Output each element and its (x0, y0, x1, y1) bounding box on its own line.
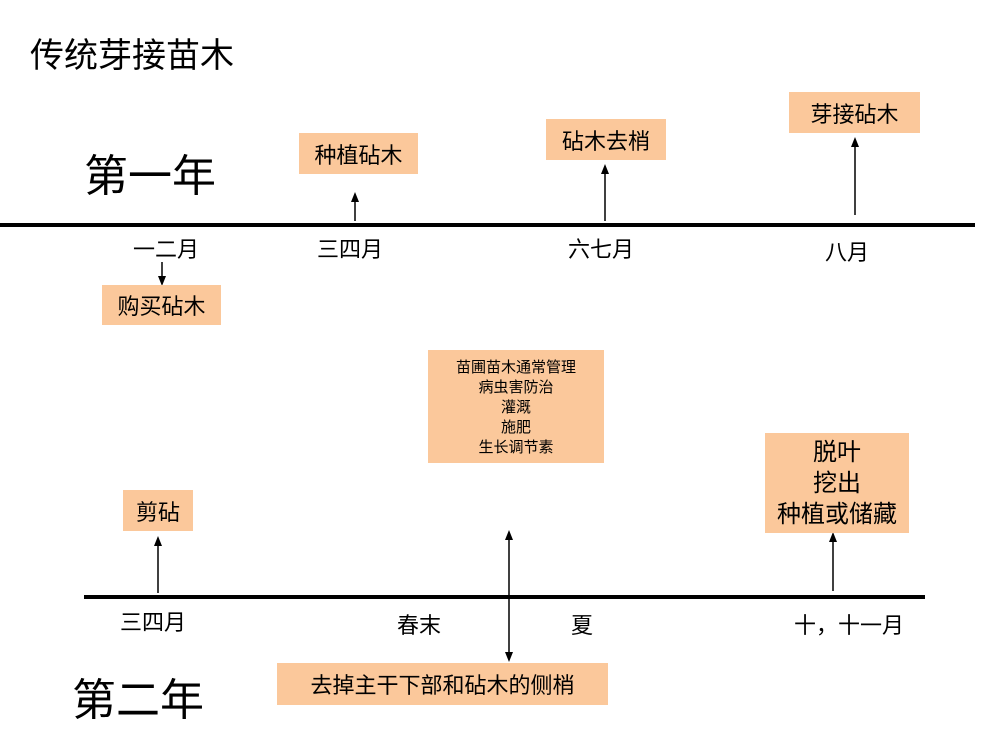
nursery-line-3: 灌溉 (500, 397, 531, 416)
event-top-rootstock: 砧木去梢 (546, 119, 666, 160)
event-plant-rootstock: 种植砧木 (299, 133, 418, 174)
y1-month-8: 八月 (825, 241, 870, 266)
year-one-label: 第一年 (84, 151, 216, 202)
y2-late-spring: 春末 (397, 614, 442, 639)
y2-month-3-4: 三四月 (120, 611, 187, 636)
year-two-label: 第二年 (72, 675, 204, 726)
page-title: 传统芽接苗木 (30, 36, 234, 76)
y1-month-6-7: 六七月 (568, 238, 635, 263)
event-remove-side-shoots: 去掉主干下部和砧木的侧梢 (277, 663, 608, 705)
final-line-3: 种植或储藏 (777, 499, 897, 528)
final-line-1: 脱叶 (813, 437, 861, 466)
nursery-line-2: 病虫害防治 (478, 377, 554, 396)
nursery-line-1: 苗圃苗木通常管理 (455, 357, 576, 376)
y2-summer: 夏 (571, 614, 594, 639)
event-bud-rootstock: 芽接砧木 (789, 92, 920, 133)
y1-month-1-2: 一二月 (133, 238, 200, 263)
nursery-line-4: 施肥 (500, 417, 531, 436)
nursery-line-5: 生长调节素 (478, 437, 554, 456)
event-defoliate-dig: 脱叶 挖出 种植或储藏 (765, 433, 909, 533)
y1-month-3-4: 三四月 (317, 238, 384, 263)
event-cut-rootstock: 剪砧 (123, 490, 193, 531)
y2-month-10-11: 十，十一月 (794, 614, 905, 639)
event-buy-rootstock: 购买砧木 (102, 285, 221, 325)
final-line-2: 挖出 (813, 468, 861, 497)
event-nursery-management: 苗圃苗木通常管理 病虫害防治 灌溉 施肥 生长调节素 (428, 350, 604, 463)
